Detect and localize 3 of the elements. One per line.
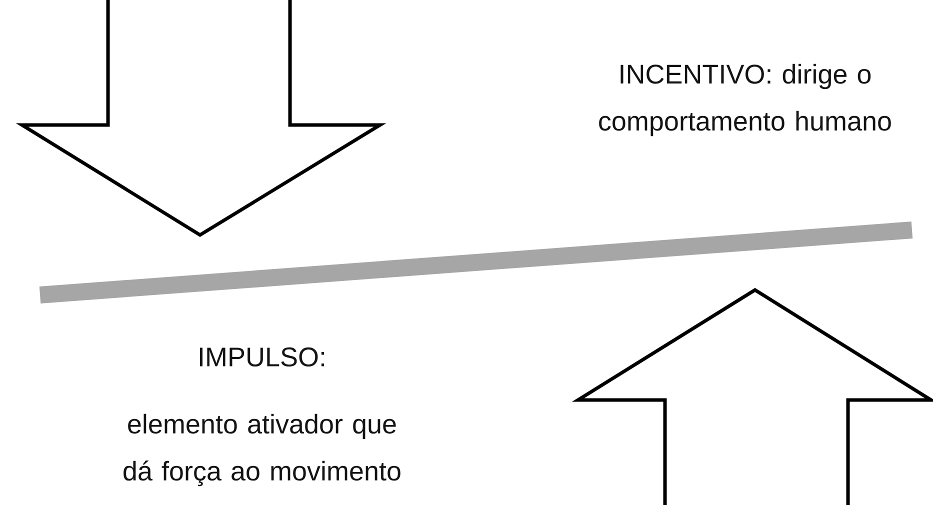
label-text: elemento ativador que dá força ao movimento: [124, 414, 400, 486]
label-text: INCENTIVO: dirige o comportamento humano: [599, 64, 891, 136]
label-text: IMPULSO:: [200, 347, 324, 367]
